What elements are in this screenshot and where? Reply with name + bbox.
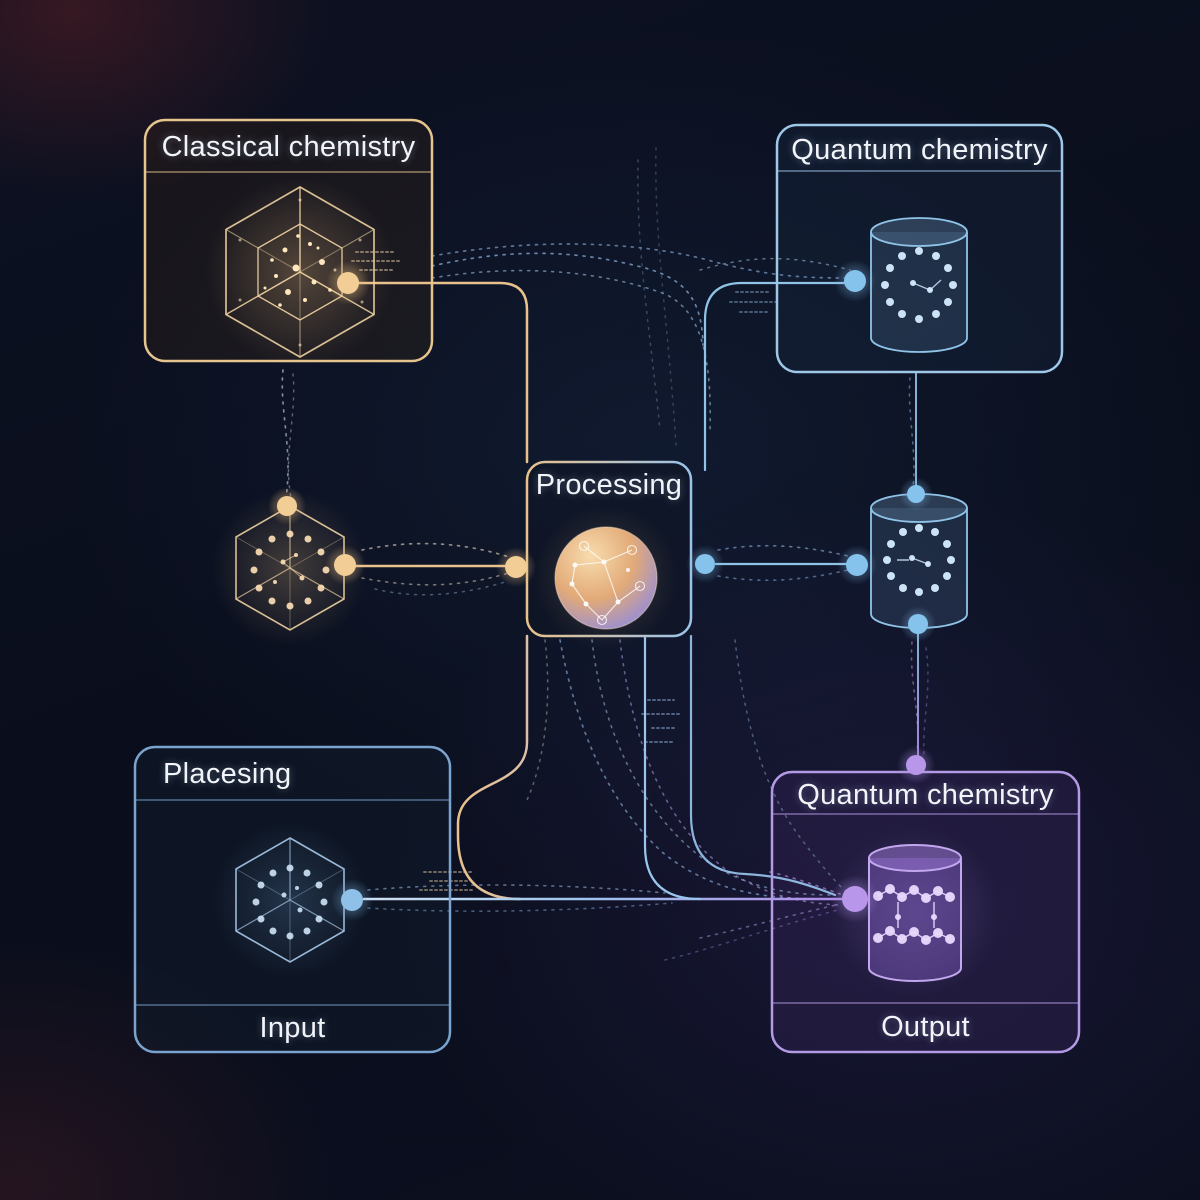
molecule-barrel-icon: [830, 827, 1000, 997]
molecule-sphere-icon: [534, 506, 678, 650]
processing-output-dot: [695, 554, 715, 574]
classical-chemistry-title: Classical chemistry: [161, 130, 416, 163]
processing-title: Processing: [535, 468, 683, 501]
connector-lines: [346, 281, 919, 901]
connector-dots: [268, 260, 936, 923]
quantum-chemistry-title: Quantum chemistry: [791, 133, 1048, 166]
output-footer-label: Output: [881, 1011, 970, 1043]
molecule-cube-icon: [212, 822, 368, 978]
quantum-chemistry-box: [775, 123, 1064, 374]
mid-cylinder-left-dot: [846, 554, 868, 576]
quantum-cylinder-dot: [844, 270, 866, 292]
input-cube-dot: [341, 889, 363, 911]
mid-cylinder-top-dot: [907, 485, 925, 503]
input-box: [133, 745, 452, 1054]
molecule-cylinder-icon: [870, 217, 968, 353]
particle-streams: [281, 147, 929, 961]
input-footer-label: Input: [259, 1012, 326, 1044]
processing-input-dot: [505, 556, 527, 578]
mid-cube-top-dot: [277, 496, 297, 516]
input-box-title: Placesing: [163, 757, 292, 790]
output-box-title: Quantum chemistry: [797, 778, 1054, 811]
mid-cylinder-bottom-dot: [908, 614, 928, 634]
mid-cube-right-dot: [334, 554, 356, 576]
classical-output-dot: [337, 272, 359, 294]
output-top-dot: [906, 755, 926, 775]
nested-cube-icon: [205, 177, 395, 367]
output-cylinder-dot: [842, 886, 868, 912]
